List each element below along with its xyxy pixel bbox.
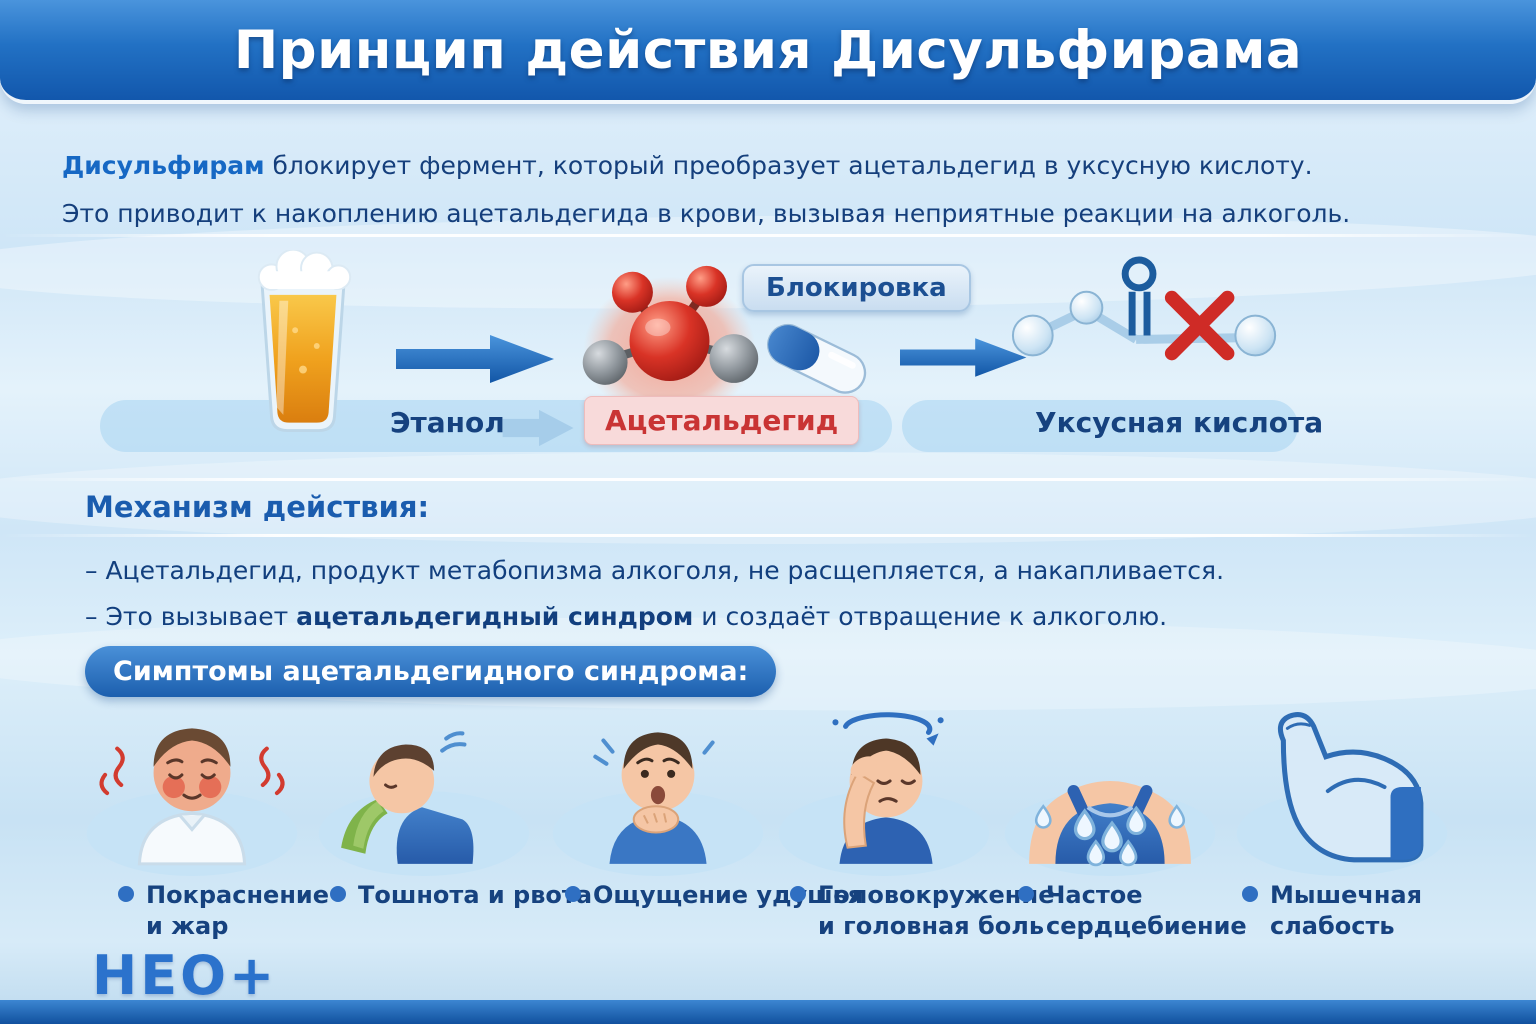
intro-drug-name: Дисульфирам (62, 151, 265, 180)
mechanism-heading: Механизм действия: (85, 490, 430, 524)
acetic-acid-label: Уксусная кислота (1035, 406, 1324, 439)
bullet-2-prefix: – Это вызывает (85, 602, 297, 631)
symptom-item (772, 694, 996, 876)
bullet-dot-icon (1018, 886, 1034, 902)
mechanism-bullet-1: – Ацетальдегид, продукт метабопизма алко… (85, 556, 1225, 585)
section-divider (0, 234, 1536, 237)
label-arrow-icon (502, 409, 574, 447)
symptom-item (998, 694, 1222, 876)
ethanol-label: Этанол (390, 406, 505, 439)
muscle-weakness-icon (1236, 712, 1448, 876)
process-diagram: Блокировка Этанол (0, 246, 1536, 476)
bullet-dot-icon (565, 886, 581, 902)
flow-arrow-icon (396, 335, 554, 383)
bullet-dot-icon (118, 886, 134, 902)
symptom-label: Частое сердцебиение (1018, 880, 1247, 941)
bullet-dot-icon (330, 886, 346, 902)
vomiting-icon (318, 731, 530, 876)
blockade-badge: Блокировка (742, 264, 971, 312)
beer-glass-icon (257, 250, 352, 433)
intro-line-1: Дисульфирам блокирует фермент, который п… (62, 142, 1488, 190)
flushed-face-icon (86, 728, 298, 876)
acetaldehyde-molecule-icon (582, 265, 759, 421)
acetaldehyde-label: Ацетальдегид (584, 396, 860, 445)
brand-logo: НЕО+ (92, 944, 278, 1007)
intro-text: Дисульфирам блокирует фермент, который п… (62, 142, 1488, 238)
sweating-chest-icon (1004, 780, 1216, 876)
blocked-acetic-acid-molecule-icon (1011, 256, 1277, 361)
bullet-2-suffix: и создаёт отвращение к алкоголю. (693, 602, 1168, 631)
flow-arrow-icon (900, 338, 1027, 377)
intro-line-1-rest: блокирует фермент, который преобразует а… (264, 151, 1313, 180)
background-wave (0, 452, 1536, 544)
symptom-label: Ощущение удушья (565, 880, 863, 911)
symptom-item (80, 694, 304, 876)
bullet-dot-icon (1242, 886, 1258, 902)
section-divider (0, 478, 1536, 481)
bullet-dot-icon (790, 886, 806, 902)
mechanism-bullet-2: – Это вызывает ацетальдегидный синдром и… (85, 602, 1167, 631)
symptom-label: Тошнота и рвота (330, 880, 592, 911)
choking-icon (552, 732, 764, 876)
symptom-label: Покраснение и жар (118, 880, 329, 941)
symptom-item (1230, 694, 1454, 876)
section-divider (0, 534, 1536, 537)
symptom-label: Мышечная слабость (1242, 880, 1422, 941)
header-band: Принцип действия Дисульфирама (0, 0, 1536, 104)
pill-capsule-icon (767, 323, 867, 394)
symptom-label: Головокружение и головная боль (790, 880, 1054, 941)
page-title: Принцип действия Дисульфирама (233, 19, 1303, 81)
dizziness-headache-icon (778, 712, 990, 876)
intro-line-2: Это приводит к накоплению ацетальдегида … (62, 199, 1351, 228)
symptoms-heading: Симптомы ацетальдегидного синдрома: (85, 646, 777, 697)
footer-bar (0, 1000, 1536, 1024)
bullet-2-bold: ацетальдегидный синдром (296, 602, 694, 631)
symptom-item (312, 694, 536, 876)
symptom-item (546, 694, 770, 876)
label-band (902, 400, 1298, 452)
